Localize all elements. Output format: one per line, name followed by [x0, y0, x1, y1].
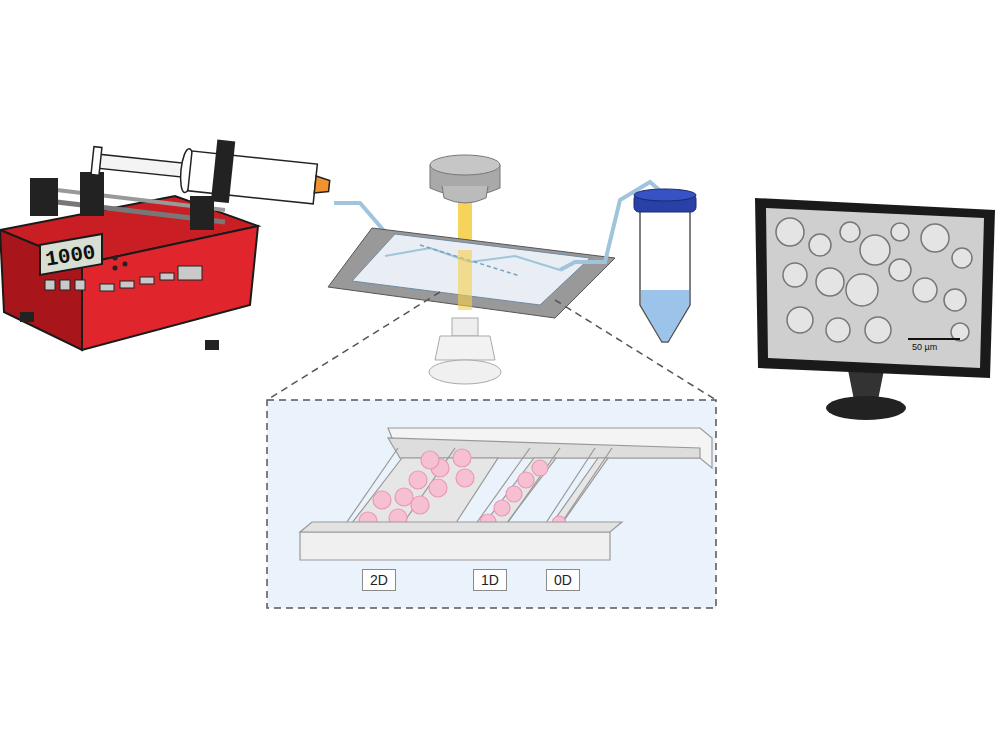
collection-tube [634, 189, 696, 342]
monitor [755, 198, 995, 420]
syringe [90, 127, 333, 214]
channel-schematic [300, 428, 712, 560]
dimension-tag: 2D [362, 569, 396, 591]
microfluidic-chip [328, 228, 615, 318]
microscope-objective [430, 155, 500, 250]
tag-text: 1D [481, 572, 499, 588]
tag-text: 0D [554, 572, 572, 588]
dimension-tag: 1D [473, 569, 507, 591]
zoom-inset [267, 292, 716, 608]
dimension-tag: 0D [546, 569, 580, 591]
condenser [429, 318, 501, 384]
tag-text: 2D [370, 572, 388, 588]
scale-bar-label: 50 µm [912, 343, 937, 352]
